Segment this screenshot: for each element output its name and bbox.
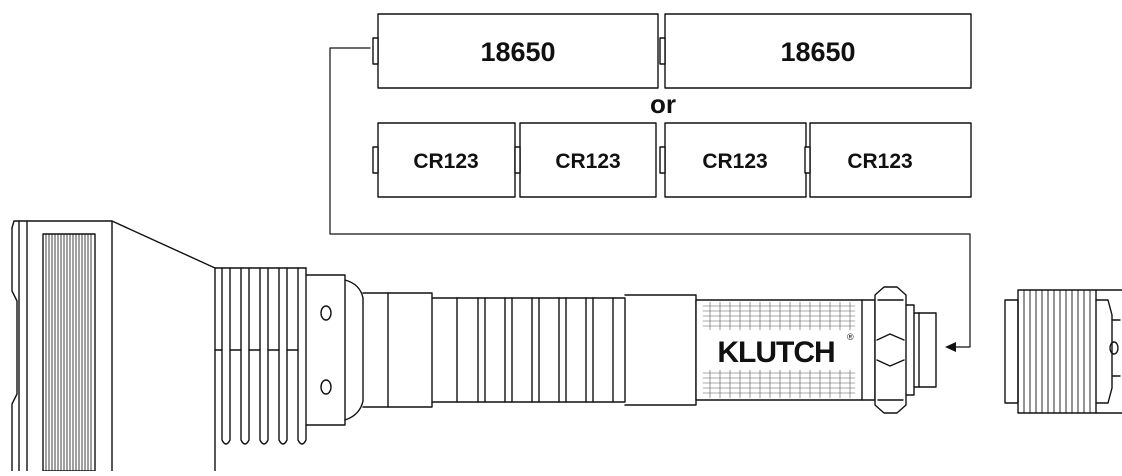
registered-mark: ® xyxy=(847,332,854,342)
battery-cr123-3: CR123 xyxy=(660,123,806,197)
brand-logo-text: KLUTCH xyxy=(717,336,834,369)
battery-cr123-4: CR123 xyxy=(805,123,971,197)
or-separator: or xyxy=(650,89,676,119)
battery-cr123-1-label: CR123 xyxy=(413,150,478,173)
tailcap xyxy=(1005,290,1122,413)
flashlight-head xyxy=(12,221,363,471)
battery-18650-2-label: 18650 xyxy=(780,37,855,67)
tailcap-ring xyxy=(875,287,936,413)
battery-cr123-4-label: CR123 xyxy=(847,150,912,173)
battery-cr123-2-label: CR123 xyxy=(555,150,620,173)
brand-logo: KLUTCH ® xyxy=(717,332,854,369)
battery-18650-1: 18650 xyxy=(373,14,658,88)
flashlight-tube xyxy=(363,293,696,407)
battery-cr123-3-label: CR123 xyxy=(702,150,767,173)
battery-cr123-1: CR123 xyxy=(373,123,515,197)
battery-cr123-2: CR123 xyxy=(515,123,656,197)
battery-18650-2: 18650 xyxy=(660,14,971,88)
battery-18650-1-label: 18650 xyxy=(480,37,555,67)
